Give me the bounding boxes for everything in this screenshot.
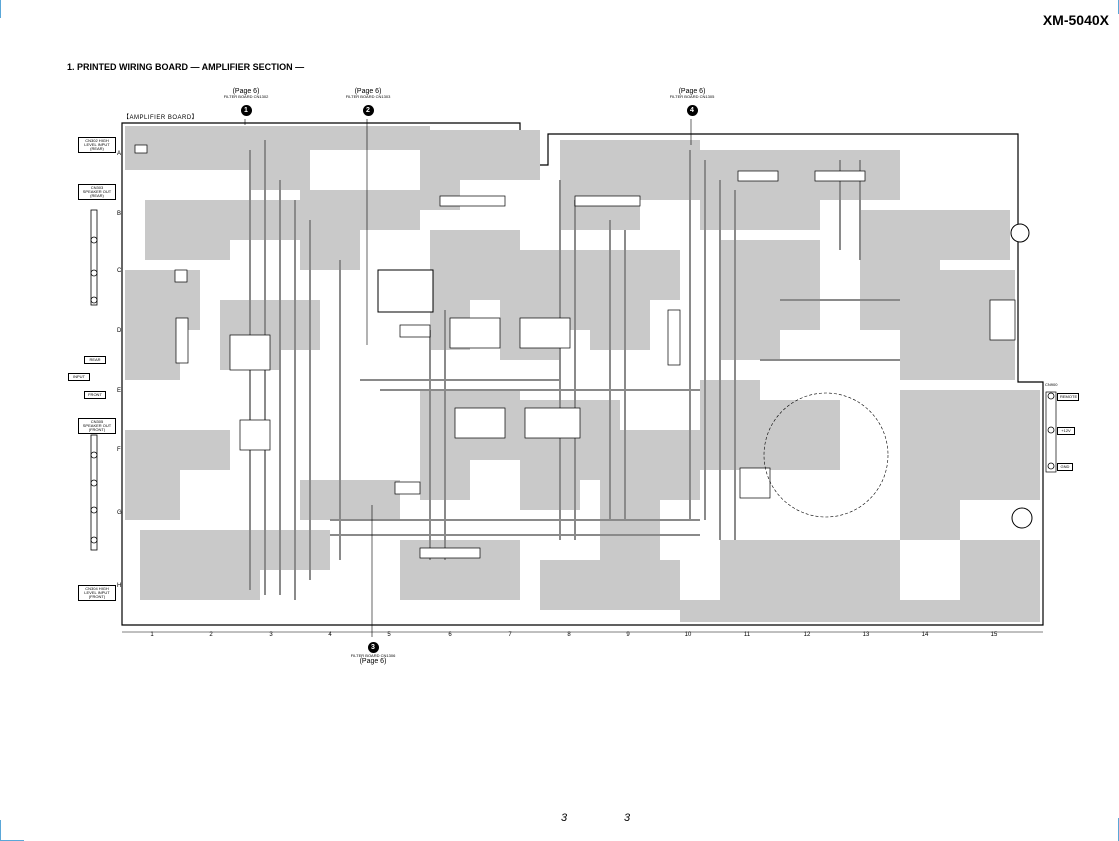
terminals bbox=[90, 209, 1055, 551]
column-label: 3 bbox=[269, 632, 273, 638]
column-label: 4 bbox=[328, 632, 332, 638]
ic-outline bbox=[377, 269, 434, 313]
filter-ref-lines bbox=[244, 119, 692, 637]
filter-ref-marker: 1 bbox=[240, 105, 252, 116]
column-label: 14 bbox=[921, 632, 929, 638]
board-label: 【AMPLIFIER BOARD】 bbox=[123, 115, 199, 121]
input-front-label: FRONT bbox=[84, 391, 106, 399]
bplus-label: +12V bbox=[1057, 427, 1075, 435]
column-label: 11 bbox=[743, 632, 751, 638]
input-label: INPUT bbox=[68, 373, 90, 381]
row-label: B bbox=[117, 211, 122, 217]
input-rear-label: REAR bbox=[84, 356, 106, 364]
filter-ref-marker: 2 bbox=[362, 105, 374, 116]
corner-mark-top-left bbox=[0, 0, 1, 18]
row-label: C bbox=[117, 268, 122, 274]
column-label: 5 bbox=[387, 632, 391, 638]
components bbox=[134, 144, 1057, 559]
filter-ref-note: FILTER BOARD CN1302 bbox=[223, 94, 269, 99]
traces bbox=[249, 140, 900, 600]
filter-ref-page: (Page 6) bbox=[678, 88, 706, 95]
filter-ref-2: (Page 6) FILTER BOARD CN1303 2 bbox=[338, 88, 398, 117]
column-label: 15 bbox=[990, 632, 998, 638]
row-label: A bbox=[117, 151, 122, 157]
filter-ref-page: (Page 6) bbox=[354, 88, 382, 95]
row-label: H bbox=[117, 583, 122, 589]
heatsink-area bbox=[763, 392, 889, 518]
filter-ref-page: (Page 6) bbox=[232, 88, 260, 95]
filter-ref-marker: 3 bbox=[367, 642, 379, 653]
filter-ref-note: FILTER BOARD CN1305 bbox=[669, 94, 715, 99]
column-label: 6 bbox=[448, 632, 452, 638]
column-label: 7 bbox=[508, 632, 512, 638]
cn305-label: CN305 SPEAKER OUT (FRONT) bbox=[78, 418, 116, 434]
filter-ref-page: (Page 6) bbox=[359, 658, 387, 665]
filter-ref-4: (Page 6) FILTER BOARD CN1305 4 bbox=[662, 88, 722, 117]
filter-ref-1: (Page 6) FILTER BOARD CN1302 1 bbox=[216, 88, 276, 117]
column-label: 2 bbox=[209, 632, 213, 638]
filter-ref-marker: 4 bbox=[686, 105, 698, 116]
row-label: E bbox=[117, 388, 122, 394]
column-label: 1 bbox=[150, 632, 154, 638]
column-label: 12 bbox=[803, 632, 811, 638]
cn900-label: CN900 bbox=[1045, 382, 1058, 387]
mounting-hole bbox=[1010, 223, 1030, 243]
page-number-right: 3 bbox=[624, 812, 631, 824]
corner-mark-bottom-left bbox=[0, 820, 1, 841]
gnd-label: GND bbox=[1057, 463, 1073, 471]
column-label: 9 bbox=[626, 632, 630, 638]
cn303-label: CN303 SPEAKER OUT (REAR) bbox=[78, 184, 116, 200]
row-label: G bbox=[117, 510, 122, 516]
page-number-left: 3 bbox=[561, 812, 568, 824]
filter-ref-note: FILTER BOARD CN1303 bbox=[345, 94, 391, 99]
column-label: 13 bbox=[862, 632, 870, 638]
cn304-label: CN304 HIGH LEVEL INPUT (FRONT) bbox=[78, 585, 116, 601]
mounting-hole bbox=[1011, 507, 1033, 529]
remote-label: REMOTE bbox=[1057, 393, 1079, 401]
filter-ref-note: FILTER BOARD CN1306 bbox=[350, 653, 396, 658]
model-number: XM-5040X bbox=[1042, 12, 1109, 28]
cn302-label: CN302 HIGH LEVEL INPUT (REAR) bbox=[78, 137, 116, 153]
column-label: 10 bbox=[684, 632, 692, 638]
row-label: F bbox=[117, 447, 121, 453]
column-label: 8 bbox=[567, 632, 571, 638]
row-label: D bbox=[117, 328, 122, 334]
section-title: 1. PRINTED WIRING BOARD — AMPLIFIER SECT… bbox=[67, 62, 305, 72]
filter-ref-3: 3 FILTER BOARD CN1306 (Page 6) bbox=[343, 636, 403, 665]
